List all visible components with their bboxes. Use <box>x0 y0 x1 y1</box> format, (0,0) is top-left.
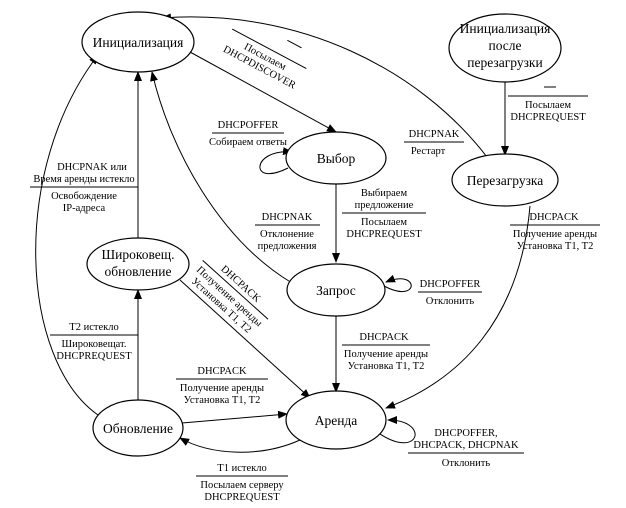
label-request-to-bound-action-1: Получение аренды <box>344 349 428 360</box>
label-rebind-to-init-action-2: IP-адреса <box>63 203 106 214</box>
label-bound-loop-event-1: DHCPOFFER, <box>434 428 497 439</box>
label-request-to-init-event: DHCPNAK <box>262 212 313 223</box>
label-select-loop: DHCPOFFER Собираем ответы <box>209 120 287 148</box>
label-initreboot-to-reboot-action-1: Посылаем <box>525 100 571 111</box>
label-reboot-to-bound-event: DHCPACK <box>529 212 579 223</box>
label-select-to-request-event-2: предложение <box>355 200 414 211</box>
label-reboot-to-init: DHCPNAK Рестарт <box>404 129 464 157</box>
edge-request-loop <box>383 274 412 292</box>
state-init-reboot-label-1: Инициализация <box>460 21 551 36</box>
state-select: Выбор <box>285 131 387 185</box>
label-request-loop: DHCPOFFER Отклонить <box>418 279 482 307</box>
label-renew-to-bound-action-1: Получение аренды <box>180 383 264 394</box>
label-select-to-request: Выбираем предложение Посылаем DHCPREQUES… <box>342 188 426 240</box>
label-rebind-to-init-event-2: Время аренды истекло <box>33 174 134 185</box>
edge-request-to-init <box>150 71 293 284</box>
edge-bound-loop <box>379 416 416 444</box>
state-select-label: Выбор <box>317 151 356 166</box>
edge-rebind-to-bound <box>179 279 311 399</box>
label-rebind-to-init-action-1: Освобождение <box>51 191 117 202</box>
label-bound-loop: DHCPOFFER, DHCPACK, DHCPNAK Отклонить <box>408 428 524 469</box>
label-bound-to-renew: T1 истекло Посылаем серверу DHCPREQUEST <box>196 463 288 503</box>
state-rebind-label-1: Широковещ. <box>101 247 174 262</box>
label-request-to-init-action-1: Отклонение <box>260 229 314 240</box>
label-request-to-init: DHCPNAK Отклонение предложения <box>255 212 320 252</box>
label-bound-loop-action: Отклонить <box>442 458 491 469</box>
label-bound-loop-event-2: DHCPACK, DHCPNAK <box>413 440 519 451</box>
label-select-loop-action: Собираем ответы <box>209 137 287 148</box>
label-request-to-init-action-2: предложения <box>258 241 317 252</box>
state-renew-label: Обновление <box>103 421 173 436</box>
label-renew-to-rebind-action-2: DHCPREQUEST <box>56 351 132 362</box>
state-init: Инициализация <box>81 11 195 73</box>
label-request-to-bound: DHCPACK Получение аренды Установка T1, T… <box>342 332 430 372</box>
label-bound-to-renew-action-2: DHCPREQUEST <box>204 492 280 503</box>
label-bound-to-renew-event: T1 истекло <box>217 463 266 474</box>
state-reboot: Перезагрузка <box>451 153 559 207</box>
label-rebind-to-init: DHCPNAK или Время аренды истекло Освобож… <box>30 162 138 214</box>
label-renew-to-rebind-action-1: Широковещат. <box>62 339 127 350</box>
state-renew: Обновление <box>92 399 184 457</box>
state-bound: Аренда <box>285 390 387 450</box>
label-rebind-to-init-event-1: DHCPNAK или <box>57 162 127 173</box>
edge-reboot-to-init <box>161 13 488 158</box>
label-request-loop-action: Отклонить <box>426 296 475 307</box>
edge-renew-to-bound <box>181 410 288 424</box>
state-rebind: Широковещ. обновление <box>86 237 190 291</box>
label-reboot-to-bound-action-1: Получение аренды <box>513 229 597 240</box>
label-select-to-request-event-1: Выбираем <box>361 188 408 199</box>
edge-init-to-select <box>189 51 337 133</box>
label-request-to-bound-event: DHCPACK <box>359 332 409 343</box>
label-reboot-to-init-event: DHCPNAK <box>409 129 460 140</box>
label-renew-to-bound-event: DHCPACK <box>197 366 247 377</box>
label-select-loop-event: DHCPOFFER <box>218 120 279 131</box>
label-reboot-to-init-action: Рестарт <box>411 146 446 157</box>
state-rebind-label-2: обновление <box>105 264 172 279</box>
label-reboot-to-bound: DHCPACK Получение аренды Установка T1, T… <box>510 212 600 252</box>
label-select-to-request-action-2: DHCPREQUEST <box>346 229 422 240</box>
label-bound-to-renew-action-1: Посылаем серверу <box>200 480 284 491</box>
state-init-label: Инициализация <box>93 35 184 50</box>
label-renew-to-bound-action-2: Установка T1, T2 <box>184 395 261 406</box>
state-reboot-label: Перезагрузка <box>467 173 544 188</box>
label-renew-to-rebind-event: T2 истекло <box>69 322 118 333</box>
label-select-to-request-action-1: Посылаем <box>361 217 407 228</box>
label-reboot-to-bound-action-2: Установка T1, T2 <box>517 241 594 252</box>
state-init-reboot-label-2: после <box>488 38 521 53</box>
label-request-loop-event: DHCPOFFER <box>420 279 481 290</box>
state-init-reboot: Инициализация после перезагрузки <box>448 13 562 83</box>
state-request-label: Запрос <box>316 283 356 298</box>
edge-bound-to-renew <box>179 437 301 453</box>
edge-renew-to-init <box>35 54 99 416</box>
label-renew-to-bound: DHCPACK Получение аренды Установка T1, T… <box>176 366 268 406</box>
label-initreboot-to-reboot: Посылаем DHCPREQUEST <box>508 86 588 123</box>
label-initreboot-to-reboot-action-2: DHCPREQUEST <box>510 112 586 123</box>
label-request-to-bound-action-2: Установка T1, T2 <box>348 361 425 372</box>
edge-select-loop <box>259 147 293 174</box>
state-bound-label: Аренда <box>315 413 358 428</box>
label-init-to-select: Посылаем DHCPDISCOVER <box>221 28 307 92</box>
edge-reboot-to-bound <box>385 205 531 409</box>
state-request: Запрос <box>286 263 386 317</box>
label-renew-to-rebind: T2 истекло Широковещат. DHCPREQUEST <box>50 322 138 362</box>
state-init-reboot-label-3: перезагрузки <box>467 55 542 70</box>
